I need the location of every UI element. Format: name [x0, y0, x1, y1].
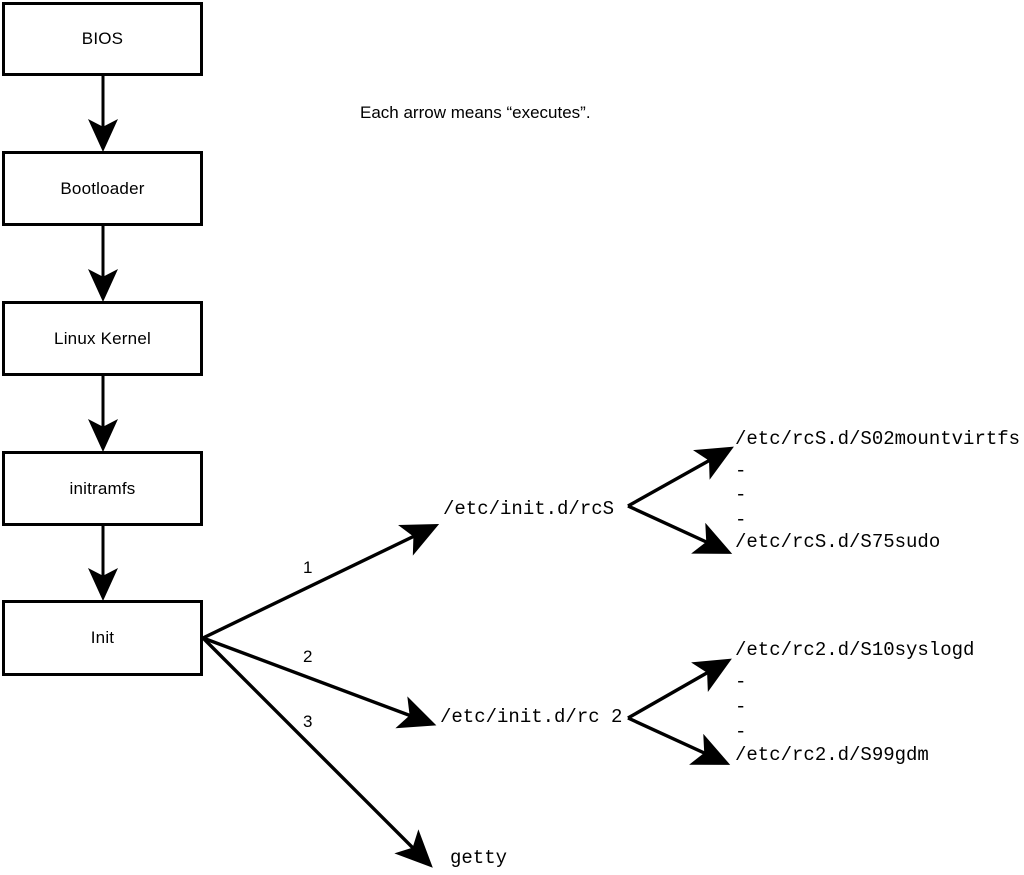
stage-box-linux-kernel[interactable]: Linux Kernel	[2, 301, 203, 376]
node-rc2-script[interactable]: /etc/init.d/rc 2	[440, 706, 623, 728]
ellipsis-rc2-3: -	[735, 721, 747, 743]
stage-box-bios[interactable]: BIOS	[2, 2, 203, 76]
arrow-rcs-to-last	[627, 504, 733, 554]
ellipsis-rcs-2: -	[735, 484, 747, 506]
stage-box-bootloader[interactable]: Bootloader	[2, 151, 203, 226]
stage-box-init[interactable]: Init	[2, 600, 203, 676]
branch-number-3: 3	[303, 712, 313, 731]
leaf-rcs-first[interactable]: /etc/rcS.d/S02mountvirtfs	[735, 428, 1021, 450]
branch-number-1: 1	[303, 558, 313, 577]
branch-number-2: 2	[303, 647, 313, 666]
stage-box-initramfs-label: initramfs	[69, 478, 136, 498]
arrow-rc2-to-last	[627, 716, 731, 765]
node-getty[interactable]: getty	[450, 847, 508, 869]
stage-box-initramfs[interactable]: initramfs	[2, 451, 203, 526]
leaf-rc2-last[interactable]: /etc/rc2.d/S99gdm	[735, 744, 929, 766]
leaf-rc2-first[interactable]: /etc/rc2.d/S10syslogd	[735, 639, 975, 661]
stage-box-bootloader-label: Bootloader	[60, 178, 145, 198]
arrow-init-to-rcs	[202, 524, 440, 640]
diagram-caption: Each arrow means “executes”.	[360, 103, 591, 122]
node-rcs-script[interactable]: /etc/init.d/rcS	[443, 498, 615, 520]
stage-box-bios-label: BIOS	[81, 29, 124, 48]
leaf-rcs-last[interactable]: /etc/rcS.d/S75sudo	[735, 531, 941, 553]
ellipsis-rc2-2: -	[735, 696, 747, 718]
arrow-rc2-to-first	[627, 658, 732, 720]
stage-box-linux-kernel-label: Linux Kernel	[54, 328, 151, 348]
ellipsis-rc2-1: -	[735, 671, 747, 693]
ellipsis-rcs-1: -	[735, 460, 747, 482]
arrow-rcs-to-first	[627, 446, 734, 508]
arrow-init-to-getty	[201, 636, 433, 868]
ellipsis-rcs-3: -	[735, 509, 747, 531]
arrow-init-to-rc2	[202, 636, 437, 729]
stage-box-init-label: Init	[90, 628, 115, 647]
